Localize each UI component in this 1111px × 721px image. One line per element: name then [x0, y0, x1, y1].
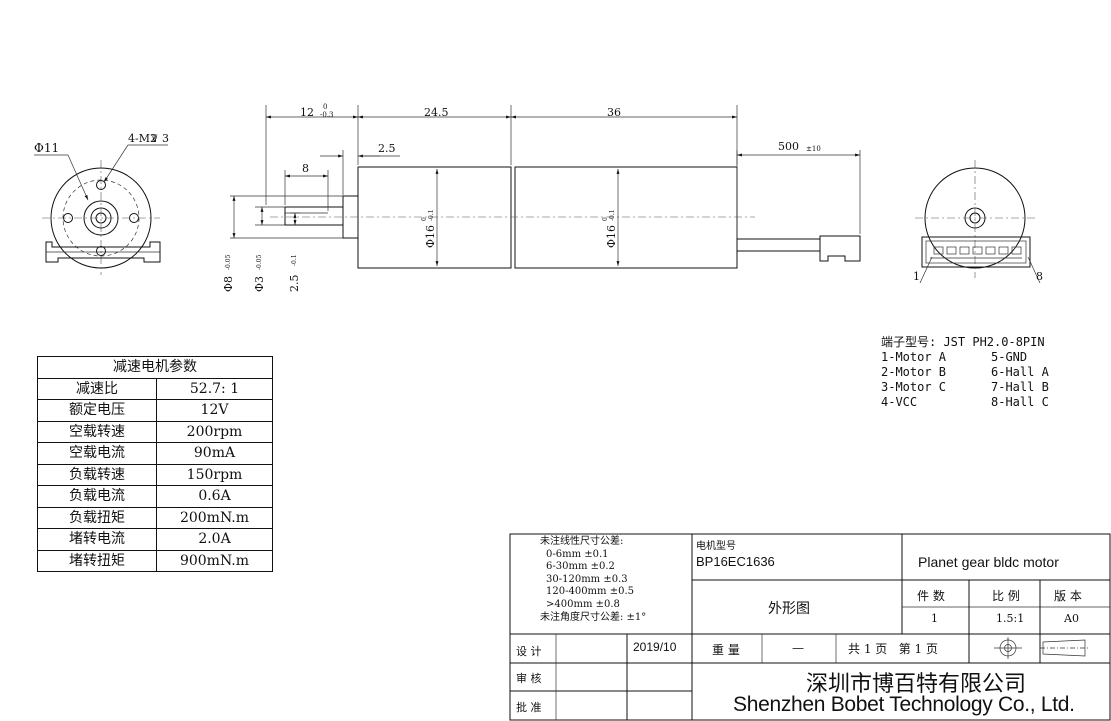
- scale-label: 比 例: [992, 589, 1020, 603]
- dim-shaft-length-tol: -0.3: [320, 111, 334, 119]
- design-label: 设 计: [516, 645, 542, 658]
- review-label: 审 核: [516, 672, 542, 685]
- page-count: 共 1 页 第 1 页: [848, 642, 938, 656]
- weight-label: 重 量: [712, 643, 740, 657]
- dim-cable-tol: ±10: [806, 145, 821, 153]
- version-value: A0: [1064, 612, 1079, 625]
- scale-value: 1.5:1: [996, 612, 1025, 625]
- company-name-cn: 深圳市博百特有限公司: [806, 672, 1027, 697]
- product-name: Planet gear bldc motor: [918, 554, 1059, 570]
- approve-label: 批 准: [516, 701, 542, 714]
- pin-8-label: 8: [1036, 270, 1043, 283]
- model-number: BP16EC1636: [696, 554, 775, 569]
- dim-tol-upper: 0: [323, 103, 327, 111]
- dim-gearbox-tol: -0.1: [428, 209, 435, 221]
- design-date: 2019/10: [633, 640, 677, 654]
- dim-screw-depth: 3: [162, 132, 169, 145]
- qty-value: 1: [931, 612, 938, 625]
- company-name-en: Shenzhen Bobet Technology Co., Ltd.: [733, 693, 1075, 716]
- title-block-grid: [509, 533, 1111, 721]
- dim-motor-length: 36: [607, 106, 621, 119]
- depth-symbol: ⊽: [151, 134, 158, 145]
- dim-flat-depth-tol: -0.1: [291, 254, 298, 266]
- dim-bore-diameter: Φ11: [34, 141, 59, 155]
- side-view: 12 0 -0.3 24.5 36 500 ±10 2.5 8 Φ8 -: [222, 103, 861, 293]
- dim-motor-tol: -0.1: [609, 209, 616, 221]
- pinout-title: 端子型号: JST PH2.0-8PIN: [881, 335, 1045, 349]
- front-view: Φ11 4-M2 ⊽ 3: [34, 132, 169, 275]
- dim-motor-diameter: Φ16: [605, 225, 618, 248]
- dim-step-length: 2.5: [378, 142, 396, 155]
- version-label: 版 本: [1054, 589, 1082, 603]
- dim-flange-diameter: Φ8: [222, 276, 235, 292]
- qty-label: 件 数: [917, 589, 945, 603]
- dim-cable-length: 500: [778, 140, 799, 153]
- dim-shaft-diameter: Φ3: [253, 276, 266, 292]
- dim-shaft-length: 12: [300, 106, 314, 119]
- dim-flange-tol: -0.05: [225, 254, 232, 270]
- tolerance-notes: 未注线性尺寸公差: 0-6mm ±0.1 6-30mm ±0.2 30-120m…: [540, 536, 647, 623]
- model-label: 电机型号: [696, 541, 736, 552]
- param-table-title: 减速电机参数: [37, 356, 273, 379]
- dim-gearbox-tol-upper: 0: [421, 217, 428, 221]
- rear-view: 1 8: [913, 160, 1043, 284]
- pin-1-label: 1: [913, 270, 920, 283]
- dim-shaft-tol: -0.05: [256, 254, 263, 270]
- dim-gearbox-diameter: Φ16: [424, 225, 437, 248]
- dim-flat-length: 8: [302, 162, 309, 175]
- dim-gearbox-length: 24.5: [424, 106, 449, 119]
- weight-value: —: [792, 641, 804, 655]
- drawing-name: 外形图: [768, 601, 810, 617]
- dim-screw-holes: 4-M2: [128, 132, 157, 145]
- dim-motor-tol-upper: 0: [602, 217, 609, 221]
- dim-flat-depth: 2.5: [288, 275, 301, 293]
